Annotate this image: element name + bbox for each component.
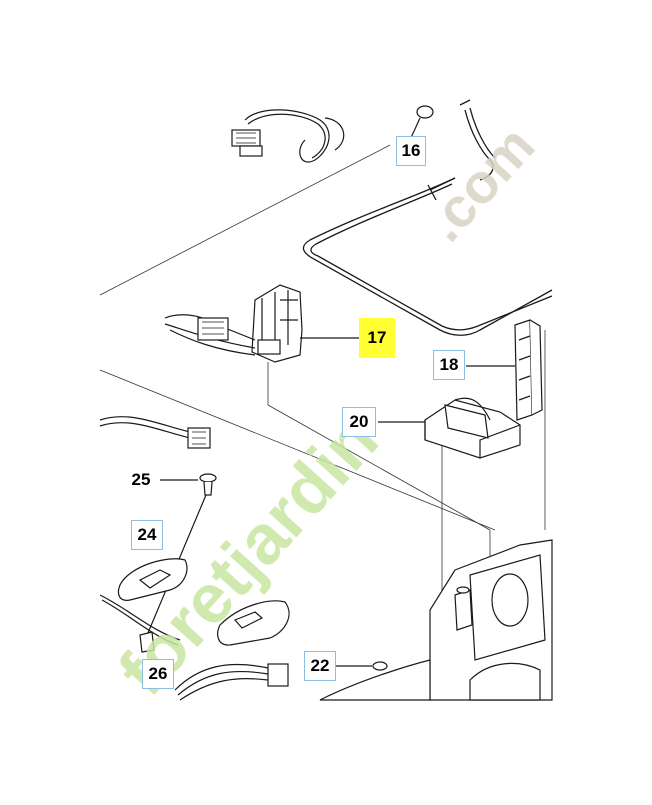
callout-20[interactable]: 20 (342, 407, 376, 437)
callout-17[interactable]: 17 (359, 318, 395, 358)
chassis-body (319, 539, 553, 701)
callout-26[interactable]: 26 (142, 659, 174, 689)
callout-24[interactable]: 24 (131, 520, 163, 550)
callout-16[interactable]: 16 (396, 136, 426, 166)
part-17-connector-housing (164, 284, 362, 363)
callout-18[interactable]: 18 (433, 350, 465, 380)
callout-22[interactable]: 22 (304, 651, 336, 681)
part-16-harness (231, 105, 434, 163)
part-18-holder (466, 319, 543, 421)
sensor-brackets (117, 558, 290, 653)
callout-25[interactable]: 25 (131, 470, 151, 489)
part-26-harness (174, 663, 289, 701)
boundary-wire-loop (302, 99, 553, 336)
part-24-cable (99, 416, 211, 646)
part-20-clip (378, 397, 521, 459)
